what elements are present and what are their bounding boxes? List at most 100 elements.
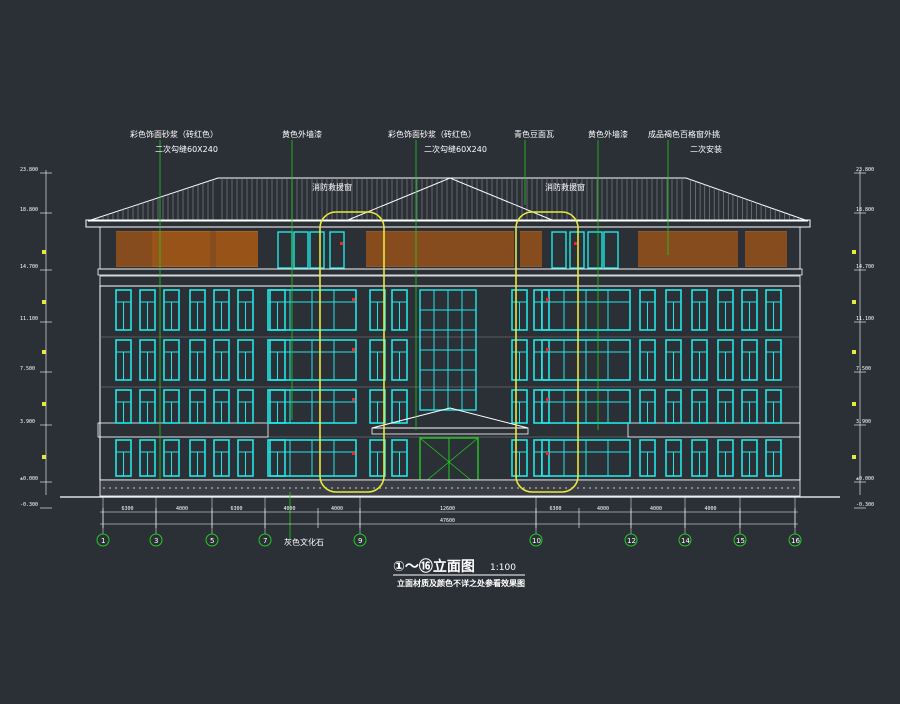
stone-texture [733,487,735,489]
stone-texture [397,487,399,489]
stone-texture [745,487,747,489]
level-marker [42,350,46,354]
stone-texture [505,487,507,489]
axis-bubble [96,533,110,547]
annotation-roof-tile: 青色豆面瓦 [514,129,554,139]
stone-texture [535,487,537,489]
level-marker [852,402,856,406]
stone-texture [649,487,651,489]
stone-texture [775,487,777,489]
stone-texture [445,487,447,489]
stone-texture [205,487,207,489]
highlight-rescue-right [515,211,579,493]
stone-texture [595,487,597,489]
rescue-marker [574,242,577,245]
stone-texture [229,487,231,489]
stone-texture [391,487,393,489]
stone-texture [175,487,177,489]
rescue-marker [352,348,355,351]
stone-texture [241,487,243,489]
stone-texture [475,487,477,489]
stone-texture [121,487,123,489]
stone-texture [187,487,189,489]
stone-texture [715,487,717,489]
level-marker [852,300,856,304]
stone-texture [283,487,285,489]
attic-window [293,231,309,269]
elevation-label: 11.100 [856,316,874,322]
annotation-stone: 灰色文化石 [284,537,324,547]
stone-texture [565,487,567,489]
stone-texture [697,487,699,489]
rescue-marker [340,242,343,245]
stone-texture [127,487,129,489]
axis-bubble [149,533,163,547]
roof-outline [87,177,809,222]
attic-window [277,231,293,269]
stone-texture [409,487,411,489]
axis-bubble [733,533,747,547]
stone-texture [355,487,357,489]
cornice-lower [99,275,801,287]
stone-texture [265,487,267,489]
annotation-louver-b: 二次安装 [690,144,722,154]
dimension-value: 6300 [122,506,134,512]
attic-window [603,231,619,269]
level-marker [42,455,46,459]
stone-texture [403,487,405,489]
annotation-rescue-window-1: 消防救援窗 [312,182,352,192]
stone-texture [577,487,579,489]
axis-label: 3 [154,537,158,545]
stone-texture [703,487,705,489]
stone-texture [625,487,627,489]
level-marker [42,250,46,254]
stone-texture [421,487,423,489]
stone-texture [529,487,531,489]
stone-texture [499,487,501,489]
level-marker [852,350,856,354]
stone-texture [487,487,489,489]
elevation-label: 3.900 [856,419,871,425]
stone-texture [439,487,441,489]
dimension-lines: 23.80018.80014.70011.1007.5003.900±0.000… [20,167,874,547]
stone-texture [367,487,369,489]
stone-texture [493,487,495,489]
stone-texture [757,487,759,489]
stone-texture [271,487,273,489]
stone-texture [301,487,303,489]
stone-texture [517,487,519,489]
elevation-label: 7.500 [856,366,871,372]
stone-texture [691,487,693,489]
axis-label: 15 [736,537,745,545]
stone-texture [427,487,429,489]
highlight-rescue-left [319,211,385,493]
elevation-label: 14.700 [20,264,38,270]
stone-texture [307,487,309,489]
attic-window [551,231,567,269]
stone-texture [169,487,171,489]
stone-texture [457,487,459,489]
stone-texture [223,487,225,489]
level-marker [852,250,856,254]
stone-texture [739,487,741,489]
axis-bubble [788,533,802,547]
elevation-label: ±0.000 [856,476,874,482]
stone-texture [331,487,333,489]
stone-texture [217,487,219,489]
dimension-total: 47600 [440,518,455,524]
stone-texture [709,487,711,489]
attic-window [569,231,585,269]
stone-texture [523,487,525,489]
dimension-value: 4000 [650,506,662,512]
axis-bubble [205,533,219,547]
stone-texture [343,487,345,489]
rescue-marker [546,348,549,351]
rescue-marker [546,452,549,455]
dimension-value: 4000 [284,506,296,512]
stone-texture [553,487,555,489]
stone-texture [103,487,105,489]
stone-texture [211,487,213,489]
central-gable [347,177,553,221]
stone-texture [247,487,249,489]
